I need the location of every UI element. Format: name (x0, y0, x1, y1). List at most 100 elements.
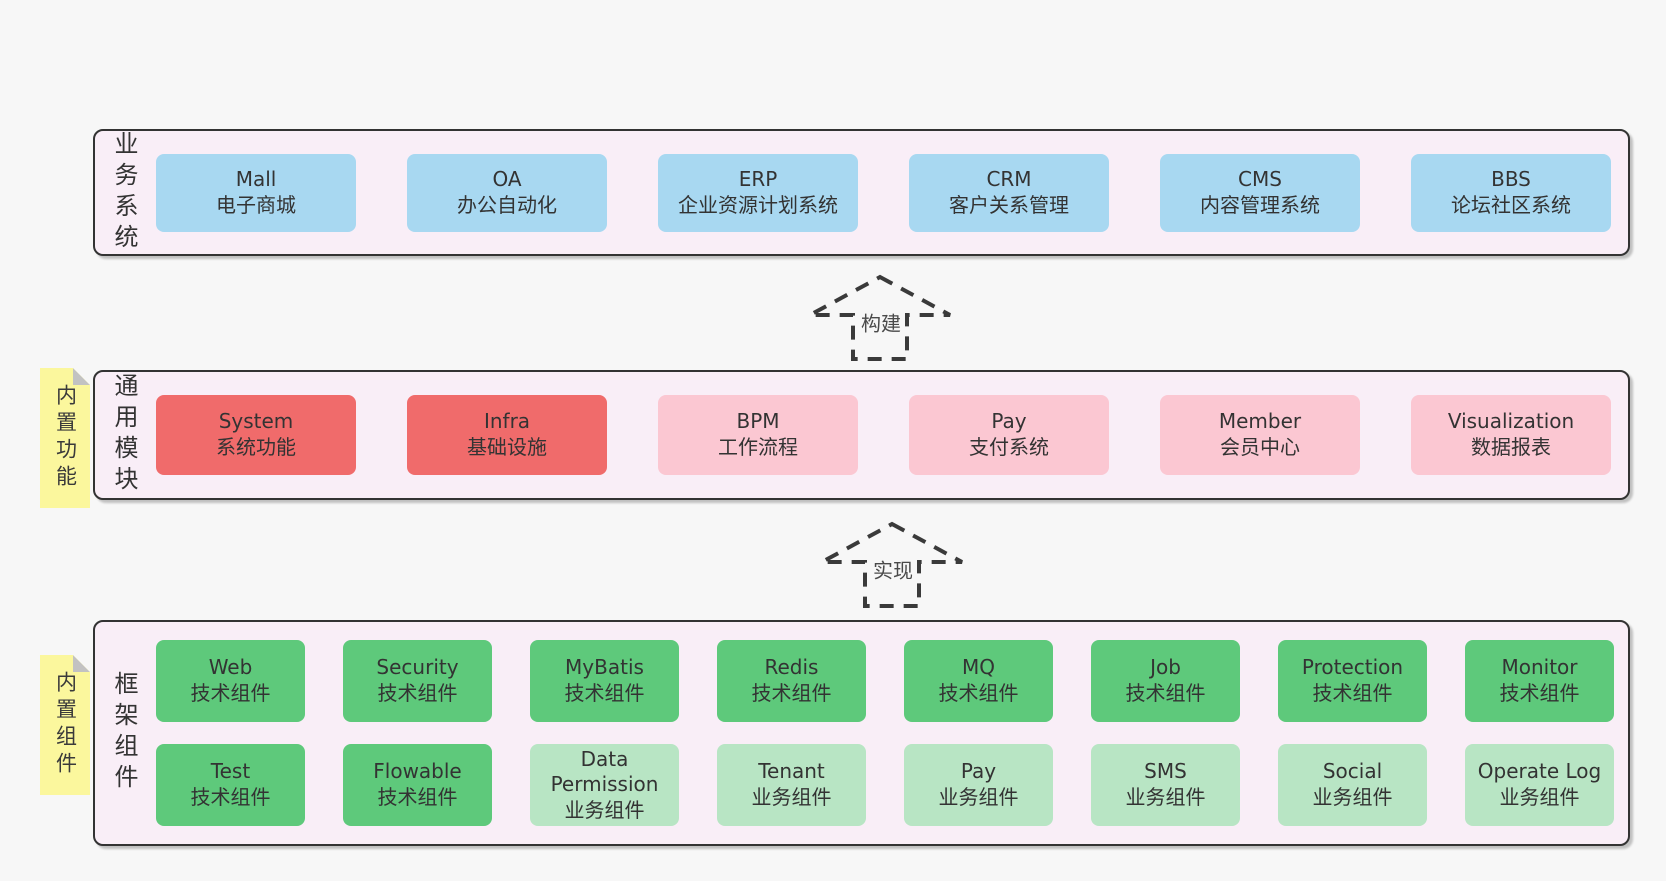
arrow-label-build: 构建 (857, 306, 905, 338)
box-security: Security 技术组件 (343, 640, 492, 722)
layer-label-framework-components: 框架组件 (110, 671, 138, 795)
box-crm: CRM 客户关系管理 (909, 153, 1109, 232)
box-title: Job (1150, 655, 1181, 680)
box-subtitle: 论坛社区系统 (1451, 192, 1571, 217)
layer-label-common-modules: 通用模块 (110, 373, 138, 497)
box-operate-log: Operate Log 业务组件 (1465, 744, 1614, 826)
box-subtitle: 办公自动化 (457, 192, 557, 217)
layer-business-systems: 业务系统 Mall 电子商城 OA 办公自动化 ERP 企业资源计划系统 CRM… (93, 129, 1630, 256)
box-title: Data Permission (550, 746, 659, 797)
box-infra: Infra 基础设施 (407, 395, 607, 475)
box-pay: Pay 支付系统 (909, 395, 1109, 475)
box-subtitle: 技术组件 (751, 681, 832, 705)
box-subtitle: 支付系统 (969, 435, 1049, 459)
box-title: Web (208, 655, 253, 680)
box-cms: CMS 内容管理系统 (1160, 153, 1360, 232)
box-subtitle: 会员中心 (1220, 435, 1300, 459)
box-title: Mall (235, 166, 277, 191)
box-title: Security (376, 655, 459, 680)
box-title: Redis (764, 655, 819, 680)
box-flowable: Flowable 技术组件 (343, 744, 492, 826)
box-subtitle: 系统功能 (216, 435, 296, 459)
box-title: Monitor (1501, 655, 1578, 680)
box-mall: Mall 电子商城 (156, 153, 356, 232)
box-subtitle: 基础设施 (467, 435, 547, 459)
box-social: Social 业务组件 (1278, 744, 1427, 826)
box-member: Member 会员中心 (1160, 395, 1360, 475)
box-subtitle: 客户关系管理 (949, 192, 1069, 217)
box-subtitle: 工作流程 (718, 435, 798, 459)
components-row-2: Test 技术组件 Flowable 技术组件 Data Permission … (156, 744, 1614, 826)
box-oa: OA 办公自动化 (407, 153, 607, 232)
box-web: Web 技术组件 (156, 640, 305, 722)
box-title: Social (1322, 759, 1383, 784)
box-job: Job 技术组件 (1091, 640, 1240, 722)
box-title: CMS (1238, 166, 1282, 191)
box-subtitle: 业务组件 (1499, 785, 1580, 809)
box-pay-biz: Pay 业务组件 (904, 744, 1053, 826)
box-title: Operate Log (1477, 759, 1602, 784)
box-title: CRM (986, 166, 1032, 191)
modules-box-row: System 系统功能 Infra 基础设施 BPM 工作流程 Pay 支付系统… (156, 395, 1611, 475)
layer-framework-components: 框架组件 Web 技术组件 Security 技术组件 MyBatis 技术组件… (93, 620, 1630, 846)
box-subtitle: 业务组件 (938, 785, 1019, 809)
box-title: Pay (991, 409, 1027, 434)
components-row-1: Web 技术组件 Security 技术组件 MyBatis 技术组件 Redi… (156, 640, 1614, 722)
sticky-note-label: 内置功能 (53, 384, 78, 492)
box-sms: SMS 业务组件 (1091, 744, 1240, 826)
box-title: BPM (736, 409, 780, 434)
box-bbs: BBS 论坛社区系统 (1411, 153, 1611, 232)
box-title: Pay (960, 759, 997, 784)
box-subtitle: 内容管理系统 (1200, 192, 1320, 217)
layer-label-business-systems: 业务系统 (110, 130, 138, 255)
box-title: Infra (483, 409, 531, 434)
arrow-label-implement: 实现 (869, 553, 917, 585)
box-title: Protection (1301, 655, 1404, 680)
box-title: Tenant (758, 759, 825, 784)
box-tenant: Tenant 业务组件 (717, 744, 866, 826)
box-subtitle: 技术组件 (190, 681, 271, 705)
box-title: MQ (962, 655, 995, 680)
box-title: Visualization (1447, 409, 1575, 434)
box-title: BBS (1491, 166, 1531, 191)
box-title: OA (492, 166, 522, 191)
box-title: System (218, 409, 294, 434)
box-subtitle: 业务组件 (751, 785, 832, 809)
box-subtitle: 数据报表 (1471, 435, 1551, 459)
box-mybatis: MyBatis 技术组件 (530, 640, 679, 722)
box-title: Member (1218, 409, 1302, 434)
box-data-permission: Data Permission 业务组件 (530, 744, 679, 826)
implement-up-arrow-icon (821, 521, 963, 608)
box-erp: ERP 企业资源计划系统 (658, 153, 858, 232)
box-system: System 系统功能 (156, 395, 356, 475)
box-bpm: BPM 工作流程 (658, 395, 858, 475)
box-subtitle: 技术组件 (938, 681, 1019, 705)
components-box-grid: Web 技术组件 Security 技术组件 MyBatis 技术组件 Redi… (156, 640, 1614, 826)
up-arrow-shape (809, 274, 951, 361)
box-subtitle: 企业资源计划系统 (678, 192, 838, 217)
sticky-note-builtin-features: 内置功能 (40, 368, 90, 508)
box-title: ERP (738, 166, 778, 191)
up-arrow-shape (821, 521, 963, 608)
box-title: Flowable (373, 759, 462, 784)
box-subtitle: 业务组件 (564, 797, 645, 822)
sticky-note-label: 内置组件 (53, 671, 78, 779)
box-title: SMS (1144, 759, 1187, 784)
layer-common-modules: 通用模块 System 系统功能 Infra 基础设施 BPM 工作流程 Pay… (93, 370, 1630, 500)
box-subtitle: 技术组件 (1312, 681, 1393, 705)
sticky-note-builtin-components: 内置组件 (40, 655, 90, 795)
box-subtitle: 技术组件 (190, 785, 271, 809)
business-box-row: Mall 电子商城 OA 办公自动化 ERP 企业资源计划系统 CRM 客户关系… (156, 153, 1611, 232)
box-redis: Redis 技术组件 (717, 640, 866, 722)
box-test: Test 技术组件 (156, 744, 305, 826)
box-subtitle: 业务组件 (1125, 785, 1206, 809)
box-subtitle: 业务组件 (1312, 785, 1393, 809)
box-subtitle: 技术组件 (1125, 681, 1206, 705)
box-subtitle: 电子商城 (216, 192, 296, 217)
build-up-arrow-icon (809, 274, 951, 361)
box-monitor: Monitor 技术组件 (1465, 640, 1614, 722)
box-protection: Protection 技术组件 (1278, 640, 1427, 722)
box-subtitle: 技术组件 (377, 681, 458, 705)
box-mq: MQ 技术组件 (904, 640, 1053, 722)
